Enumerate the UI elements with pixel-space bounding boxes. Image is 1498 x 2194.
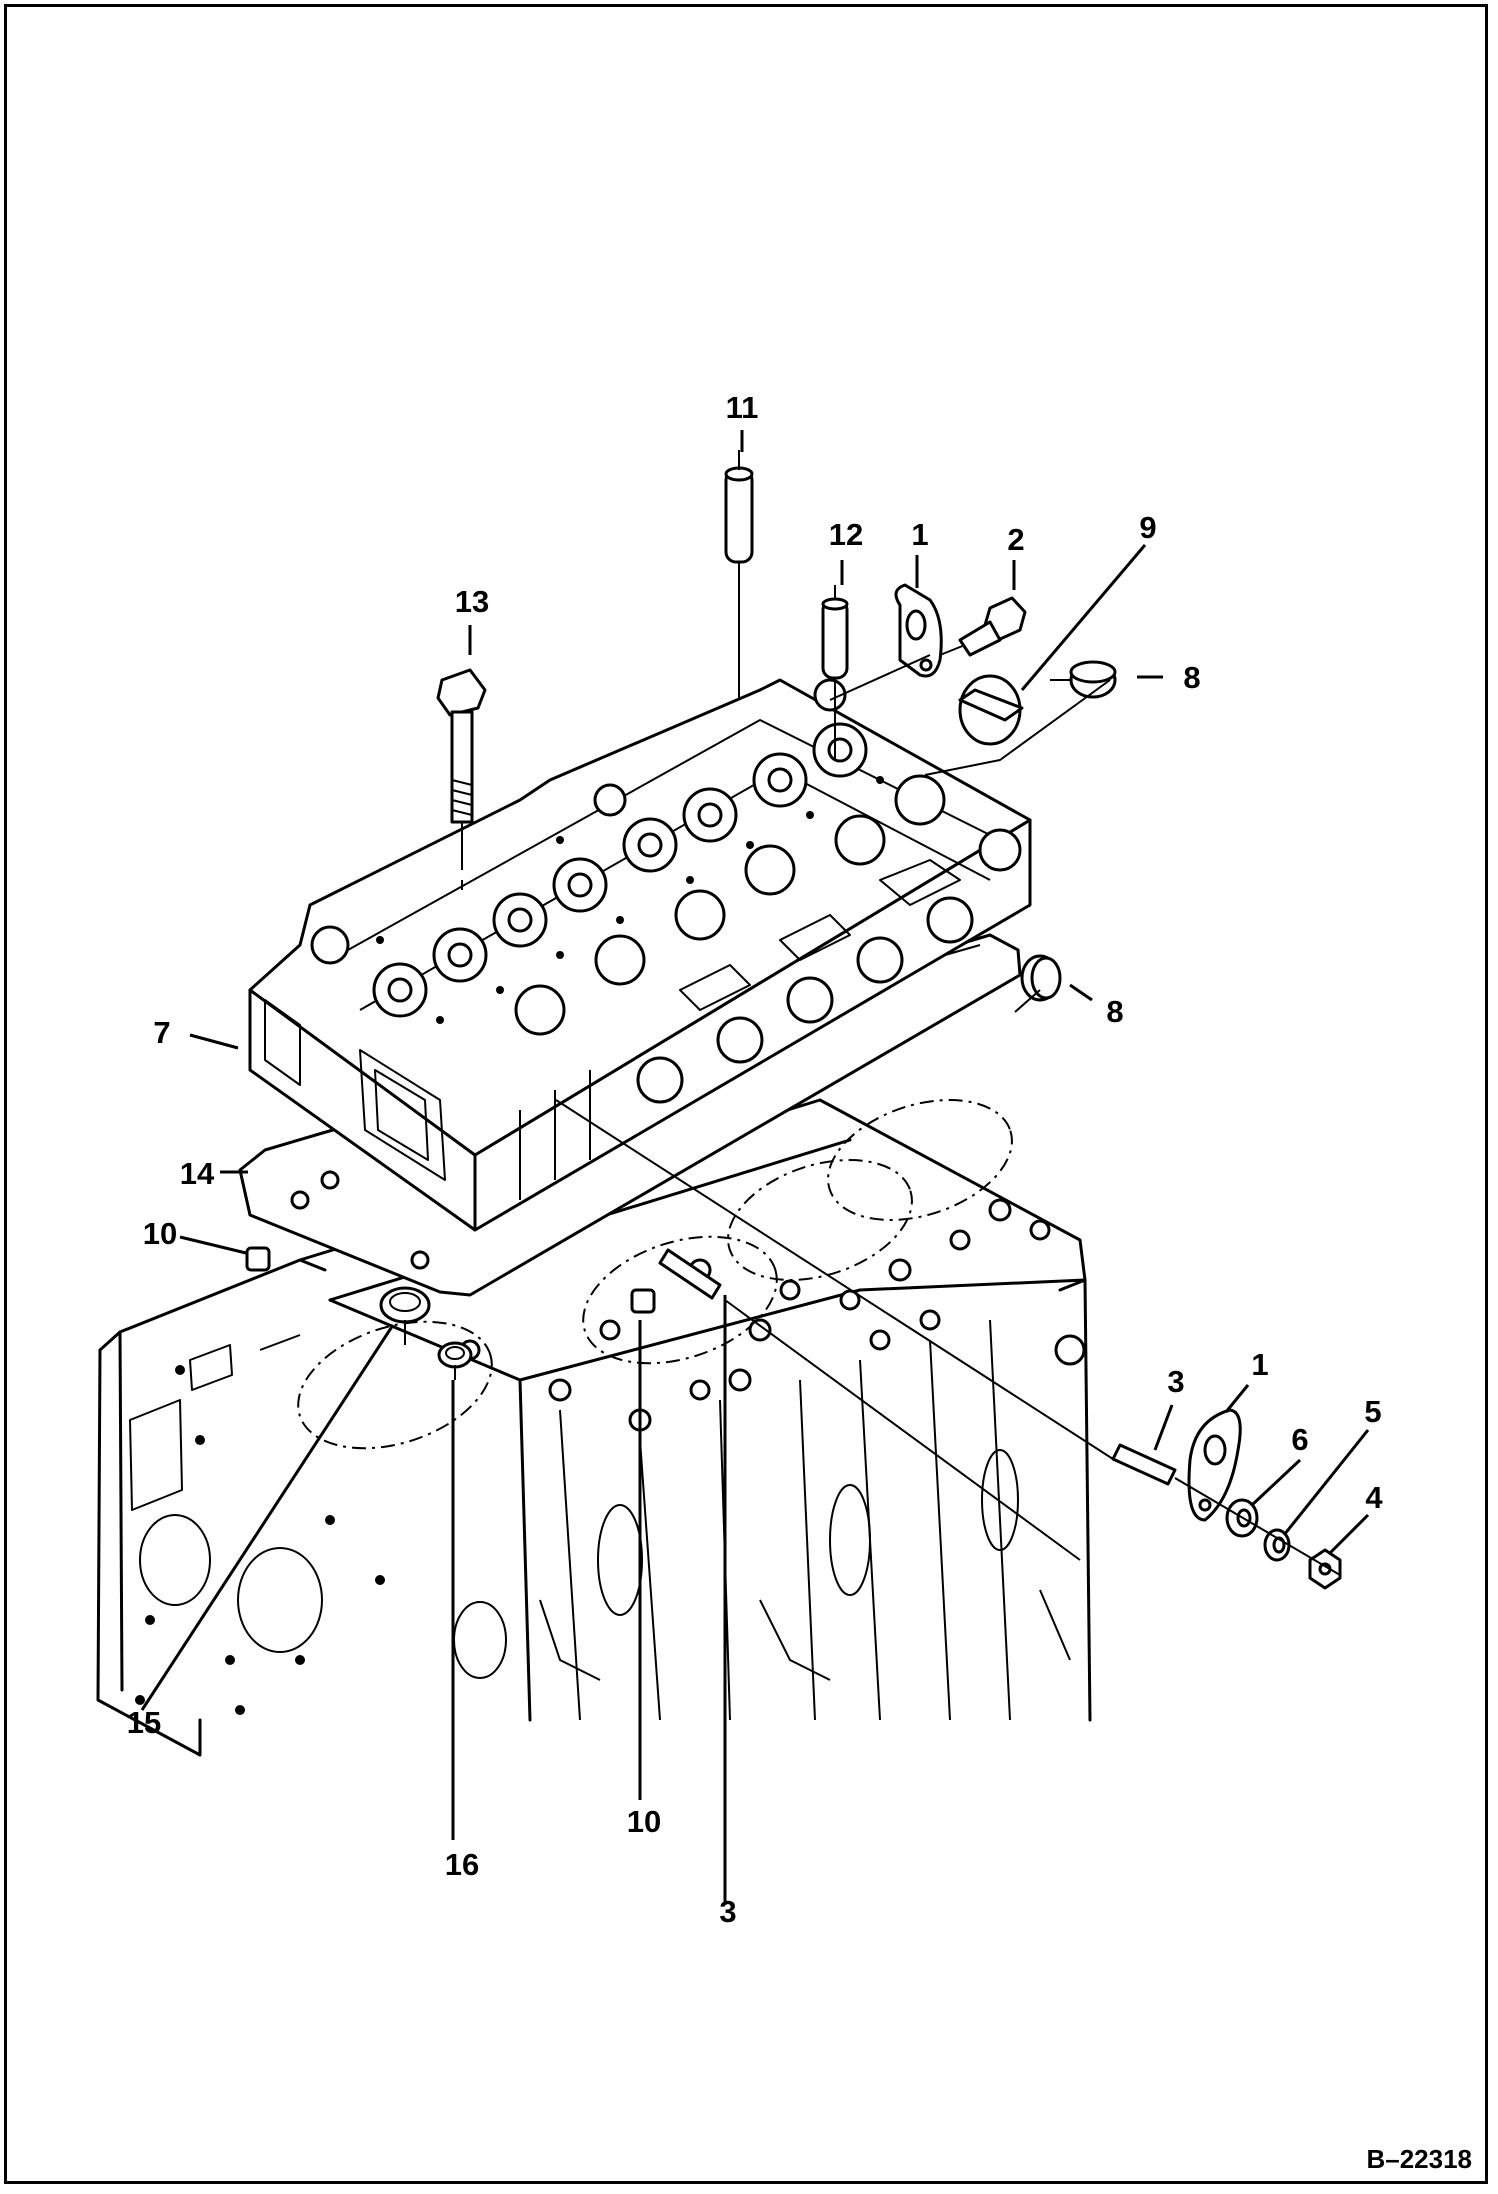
part-13-bolt (436, 668, 487, 860)
part-10-plug-left (245, 1246, 271, 1272)
part-12-sleeve (821, 597, 849, 760)
callout-10-left: 10 (143, 1216, 177, 1251)
callout-3-bottom: 3 (719, 1894, 736, 1929)
part-1-flange-right (1187, 1408, 1242, 1522)
leader-lines (404, 450, 1341, 1576)
part-4-nut (1308, 1548, 1342, 1590)
callout-2: 2 (1007, 522, 1024, 557)
callout-1-right: 1 (1251, 1347, 1268, 1382)
callout-12: 12 (829, 517, 863, 552)
part-16-ring (437, 1341, 473, 1369)
callout-6: 6 (1291, 1422, 1308, 1457)
cylinder-head (248, 678, 1032, 1232)
callout-7: 7 (153, 1015, 170, 1050)
part-11-sleeve (724, 466, 754, 700)
part-15-ring (379, 1286, 431, 1324)
callout-11: 11 (726, 390, 759, 425)
part-2-plug-bolt (939, 596, 1027, 657)
callout-4: 4 (1365, 1480, 1383, 1515)
callout-14: 14 (180, 1156, 215, 1191)
part-10-plug-mid (630, 1288, 656, 1314)
callout-1-top: 1 (911, 517, 928, 552)
callout-8-side: 8 (1106, 994, 1123, 1029)
figure-reference-number: B–22318 (1366, 2144, 1472, 2174)
callout-3-right: 3 (1167, 1364, 1184, 1399)
callout-16: 16 (445, 1847, 479, 1882)
callout-8-top: 8 (1183, 660, 1200, 695)
part-8-cap-side (1020, 954, 1062, 1002)
callout-9: 9 (1139, 510, 1156, 545)
callout-10-bottom: 10 (627, 1804, 661, 1839)
callout-5: 5 (1364, 1394, 1381, 1429)
part-3-stud-mid (658, 1248, 722, 1300)
callout-13: 13 (455, 584, 489, 619)
callout-labels: 11 12 1 2 9 8 13 8 7 14 10 3 1 5 6 4 15 … (127, 390, 1384, 1929)
engine-block (96, 1098, 1092, 1757)
callout-leaders (140, 430, 1370, 1905)
part-1-flange-top (894, 583, 943, 678)
callout-15: 15 (127, 1705, 161, 1740)
part-9-cap (958, 674, 1024, 746)
part-3-stud-right (1111, 1443, 1177, 1486)
part-8-cap-top (1069, 660, 1117, 699)
